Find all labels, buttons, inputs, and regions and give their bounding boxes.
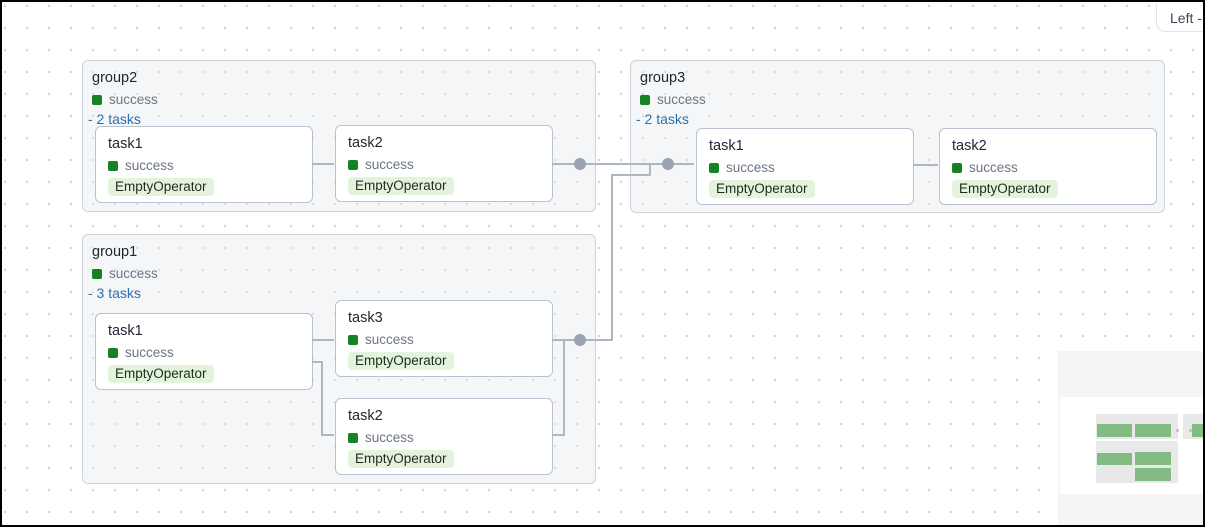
minimap-task (1097, 424, 1132, 437)
task-title: task2 (348, 408, 383, 424)
task-node-group1-task2[interactable]: task2 success EmptyOperator (335, 398, 553, 475)
operator-badge: EmptyOperator (709, 180, 815, 199)
minimap-junction-dot (1176, 429, 1179, 432)
success-status-icon (108, 347, 118, 358)
operator-badge: EmptyOperator (952, 180, 1058, 199)
group-title: group2 (92, 70, 138, 86)
task-status-label: success (125, 345, 174, 361)
minimap-junction-dot (1189, 429, 1192, 432)
task-node-group2-task2[interactable]: task2 success EmptyOperator (335, 125, 553, 202)
task-title: task3 (348, 310, 383, 326)
operator-badge: EmptyOperator (108, 365, 214, 384)
task-title: task1 (108, 136, 143, 152)
minimap-task (1192, 424, 1203, 437)
group-tasks-toggle[interactable]: - 2 tasks (88, 111, 141, 128)
success-status-icon (709, 162, 719, 173)
operator-badge: EmptyOperator (348, 177, 454, 196)
task-title: task1 (108, 323, 143, 339)
minimap-task (1097, 453, 1132, 465)
task-node-group3-task2[interactable]: task2 success EmptyOperator (939, 128, 1157, 205)
minimap-task (1135, 468, 1171, 481)
operator-badge: EmptyOperator (108, 178, 214, 197)
success-status-icon (348, 432, 358, 443)
task-status-label: success (125, 158, 174, 174)
task-status-label: success (365, 332, 414, 348)
task-title: task2 (348, 135, 383, 151)
success-status-icon (108, 160, 118, 171)
operator-badge: EmptyOperator (348, 352, 454, 371)
group-title: group1 (92, 244, 138, 260)
group-status-label: success (109, 266, 158, 282)
success-status-icon (640, 94, 650, 105)
operator-badge: EmptyOperator (348, 450, 454, 469)
success-status-icon (92, 268, 102, 279)
layout-direction-button[interactable]: Left - (1156, 4, 1203, 32)
task-node-group2-task1[interactable]: task1 success EmptyOperator (95, 126, 313, 203)
group-status-label: success (657, 92, 706, 108)
task-group-group2[interactable]: group2 success - 2 tasks task1 success E… (82, 60, 596, 212)
task-group-group1[interactable]: group1 success - 3 tasks task1 success E… (82, 234, 596, 484)
task-status-label: success (365, 157, 414, 173)
success-status-icon (348, 159, 358, 170)
minimap-group2 (1096, 414, 1178, 439)
minimap[interactable] (1058, 351, 1203, 525)
minimap-group1 (1096, 441, 1178, 483)
task-node-group1-task3[interactable]: task3 success EmptyOperator (335, 300, 553, 377)
success-status-icon (92, 94, 102, 105)
task-title: task1 (709, 138, 744, 154)
task-node-group1-task1[interactable]: task1 success EmptyOperator (95, 313, 313, 390)
minimap-task (1135, 424, 1171, 437)
task-node-group3-task1[interactable]: task1 success EmptyOperator (696, 128, 914, 205)
success-status-icon (348, 334, 358, 345)
group-title: group3 (640, 70, 686, 86)
group-tasks-toggle[interactable]: - 3 tasks (88, 285, 141, 302)
success-status-icon (952, 162, 962, 173)
minimap-task (1135, 452, 1171, 465)
group-status-label: success (109, 92, 158, 108)
task-group-group3[interactable]: group3 success - 2 tasks task1 success E… (630, 60, 1165, 213)
task-title: task2 (952, 138, 987, 154)
task-status-label: success (726, 160, 775, 176)
minimap-group3 (1183, 414, 1203, 439)
task-status-label: success (969, 160, 1018, 176)
group-tasks-toggle[interactable]: - 2 tasks (636, 111, 689, 128)
task-status-label: success (365, 430, 414, 446)
